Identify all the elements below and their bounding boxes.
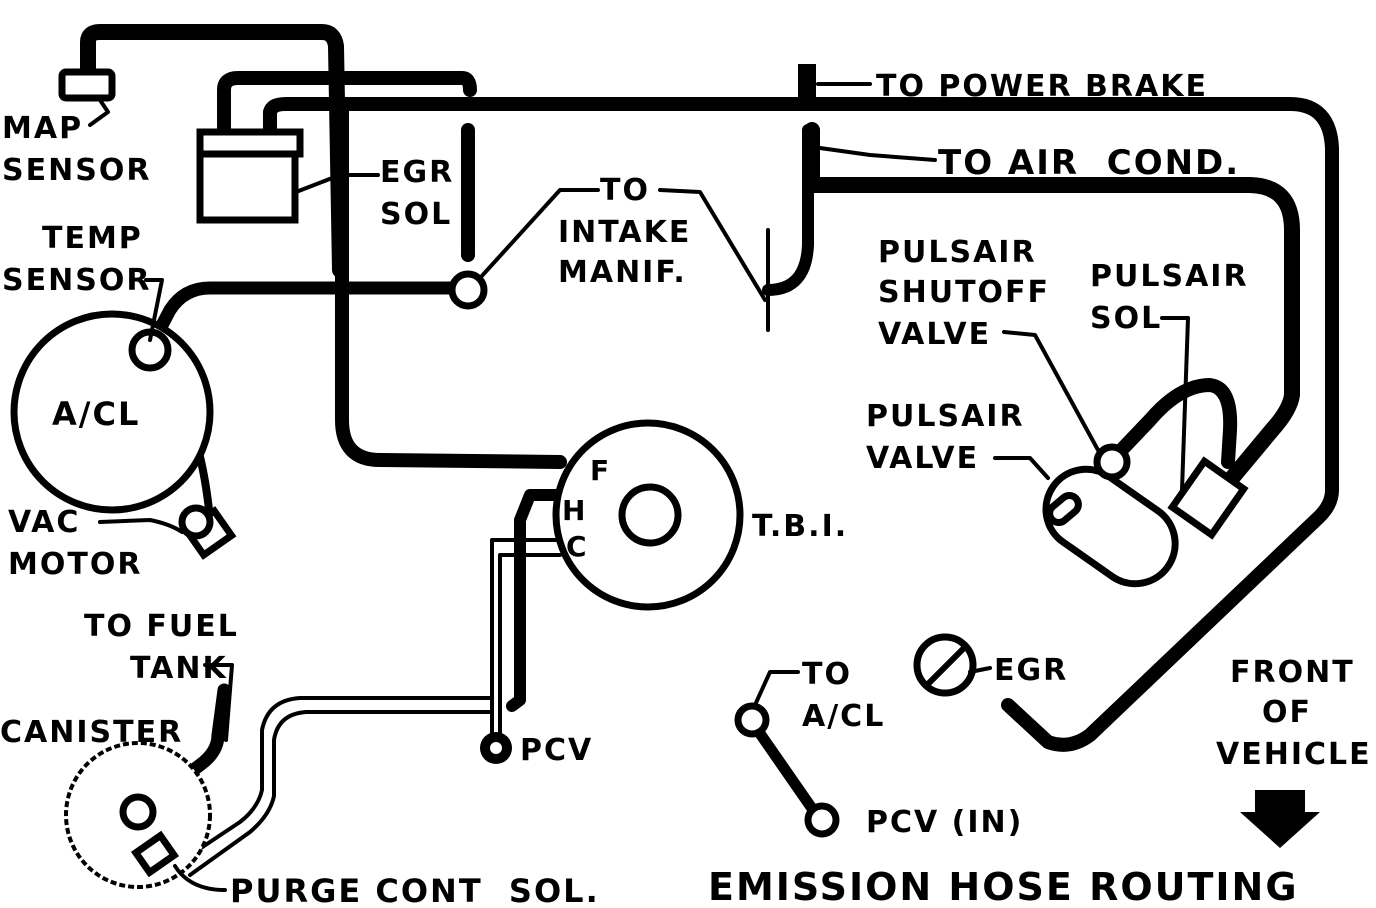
manifold-stub-hose <box>762 124 814 296</box>
pulsair-shutoff-label-3: VALVE <box>878 317 991 352</box>
pcv-hose-b <box>498 553 562 742</box>
canister-port <box>119 793 157 831</box>
temp-sensor-label-2: SENSOR <box>2 263 151 298</box>
temp-sensor-hose <box>143 281 475 355</box>
pulsair-shutoff-valve <box>1093 443 1131 481</box>
pcv-in-port <box>804 802 840 838</box>
port-c-label: C <box>566 530 589 563</box>
tbi-center <box>618 483 682 547</box>
to-acl-port <box>734 702 770 738</box>
front-label-1: FRONT <box>1230 655 1355 690</box>
vac-motor-label-1: VAC <box>8 505 80 540</box>
canister-purge-hose-a <box>178 696 494 864</box>
pulsair-valve-label-1: PULSAIR <box>866 399 1025 434</box>
front-label-2: OF <box>1262 695 1312 730</box>
intake-manifold-port <box>448 270 488 310</box>
vac-motor-port <box>178 504 214 540</box>
map-sensor-label-1: MAP <box>2 111 83 146</box>
to-intake-label-2: INTAKE <box>558 215 691 250</box>
pcv-in-hose <box>746 716 826 826</box>
to-acl-label-1: TO <box>802 657 852 692</box>
tbi-h-port-hose <box>506 489 566 712</box>
power-brake-fitting <box>798 64 816 102</box>
diagram-title: EMISSION HOSE ROUTING <box>708 865 1299 908</box>
pulsair-sol-label-1: PULSAIR <box>1090 259 1249 294</box>
egr-sol-label-2: SOL <box>380 197 452 232</box>
pulsair-shutoff-label-1: PULSAIR <box>878 235 1037 270</box>
to-power-brake-label: TO POWER BRAKE <box>876 69 1208 104</box>
to-acl-label-2: A/CL <box>802 699 885 734</box>
front-label-3: VEHICLE <box>1216 737 1372 772</box>
temp-sensor-label-1: TEMP <box>42 221 143 256</box>
tbi-label: T.B.I. <box>752 509 848 544</box>
canister-purge-hose-b <box>188 710 494 877</box>
acl-label: A/CL <box>52 395 140 433</box>
egr-solenoid-cap <box>196 128 304 158</box>
map-sensor-hose <box>80 24 348 278</box>
egr-to-tbi-hose <box>335 103 567 469</box>
to-intake-label-3: MANIF. <box>558 255 687 290</box>
pcv-label: PCV <box>520 733 593 768</box>
egr-label: EGR <box>994 653 1068 688</box>
egr-sol-upper-hose <box>217 71 477 137</box>
map-sensor-label-2: SENSOR <box>2 153 151 188</box>
pulsair-valve-label-2: VALVE <box>866 441 979 476</box>
port-f-label: F <box>590 454 611 487</box>
to-air-cond-label: TO AIR COND. <box>938 143 1240 183</box>
purge-cont-sol-label: PURGE CONT SOL. <box>230 872 600 908</box>
pcv-in-label: PCV (IN) <box>866 805 1023 840</box>
front-arrow-icon <box>1240 790 1320 848</box>
canister-label: CANISTER <box>0 715 183 750</box>
pulsair-shutoff-label-2: SHUTOFF <box>878 275 1050 310</box>
egr-sol-label-1: EGR <box>380 155 454 190</box>
to-fuel-tank-label-1: TO FUEL <box>84 609 239 644</box>
air-cond-hose <box>804 122 1300 498</box>
map-sensor <box>58 68 116 102</box>
pulsair-solenoid <box>1167 456 1249 540</box>
to-fuel-tank-label-2: TANK <box>130 651 228 686</box>
port-h-label: H <box>562 494 587 527</box>
pulsair-sol-label-2: SOL <box>1090 301 1162 336</box>
pcv-hose-a <box>490 538 562 742</box>
purge-solenoid <box>130 830 180 878</box>
pulsair-shutoff-hose <box>1103 378 1238 469</box>
main-vacuum-hose <box>263 97 1339 752</box>
to-intake-label-1: TO <box>600 173 650 208</box>
fuel-tank-hose <box>131 683 231 819</box>
vac-motor-label-2: MOTOR <box>8 547 142 582</box>
